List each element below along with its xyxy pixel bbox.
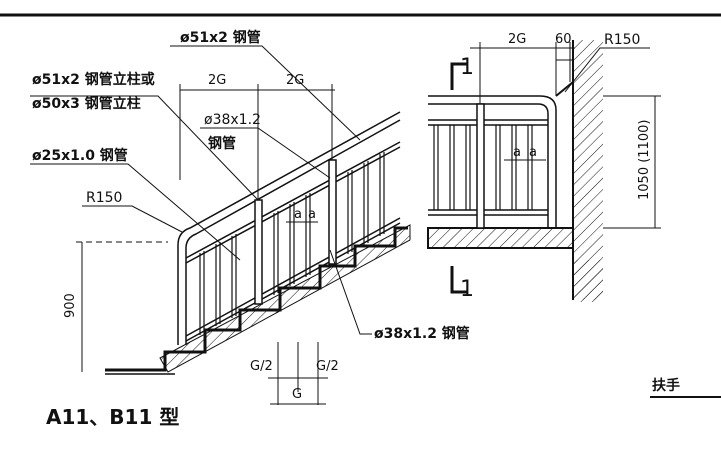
section-dim-60: 60 <box>555 32 572 47</box>
leader-sub-rail <box>200 127 331 179</box>
label-left-radius: R150 <box>86 190 122 206</box>
dim-a-2: a <box>308 207 316 222</box>
leader-baluster <box>30 163 241 261</box>
label-sub-rail-line1: ø38x1.2 <box>204 112 261 128</box>
section-balusters <box>433 125 533 210</box>
dim-900: 900 <box>63 293 78 318</box>
section-post <box>476 103 485 229</box>
wall-hatch <box>573 40 603 302</box>
section-view: 2G 60 R150 a a 1050 (1100) 1 1 <box>427 32 661 302</box>
sub-rail-upper <box>185 141 401 259</box>
balusters <box>199 152 385 335</box>
leader-right-radius <box>564 47 650 93</box>
section-dim-a-2: a <box>529 145 537 160</box>
stair-post-2 <box>328 159 337 265</box>
top-handrail <box>177 111 401 345</box>
top-handrail-inner <box>185 119 401 345</box>
leader-top-rail <box>170 45 361 141</box>
clipped-label: 扶手 <box>652 377 680 394</box>
dim-g-half-right: G/2 <box>316 359 339 374</box>
section-mark-bottom-label: 1 <box>460 277 474 302</box>
section-top-rail-inner <box>428 103 549 228</box>
section-height: 1050 (1100) <box>637 120 652 200</box>
section-mark-top <box>450 62 468 90</box>
label-right-radius: R150 <box>604 32 640 48</box>
leader-bottom-rail <box>329 249 372 335</box>
label-post-line2: ø50x3 钢管立柱 <box>32 95 141 112</box>
label-bottom-rail: ø38x1.2 钢管 <box>374 325 470 342</box>
stair-elevation: 2G 2G a a 900 G/2 G/2 G ø51x2 钢管 ø51x2 钢… <box>30 29 470 405</box>
stair-steps <box>105 226 408 372</box>
leader-left-radius <box>82 205 183 233</box>
section-mark-top-label: 1 <box>460 55 474 80</box>
wall-bracket <box>555 81 574 97</box>
label-baluster: ø25x1.0 钢管 <box>32 147 128 164</box>
dim-g-half-left: G/2 <box>250 359 273 374</box>
section-top-rail <box>428 95 557 228</box>
dim-2g-left: 2G <box>208 73 226 88</box>
drawing-title: A11、B11 型 <box>46 405 179 429</box>
section-mark-bottom <box>450 266 468 294</box>
section-dim-2g: 2G <box>508 32 526 47</box>
dim-a-1: a <box>294 207 302 222</box>
wall-lower-hatch <box>573 260 603 300</box>
slab <box>427 227 574 249</box>
dim-2g-right: 2G <box>286 73 304 88</box>
stair-post-1 <box>254 199 263 305</box>
leader-post <box>30 95 259 201</box>
label-post-line1: ø51x2 钢管立柱或 <box>32 71 155 88</box>
label-top-rail: ø51x2 钢管 <box>180 29 261 46</box>
section-dim-a-1: a <box>513 145 521 160</box>
label-sub-rail-line2: 钢管 <box>208 135 236 152</box>
dim-g: G <box>292 387 302 402</box>
